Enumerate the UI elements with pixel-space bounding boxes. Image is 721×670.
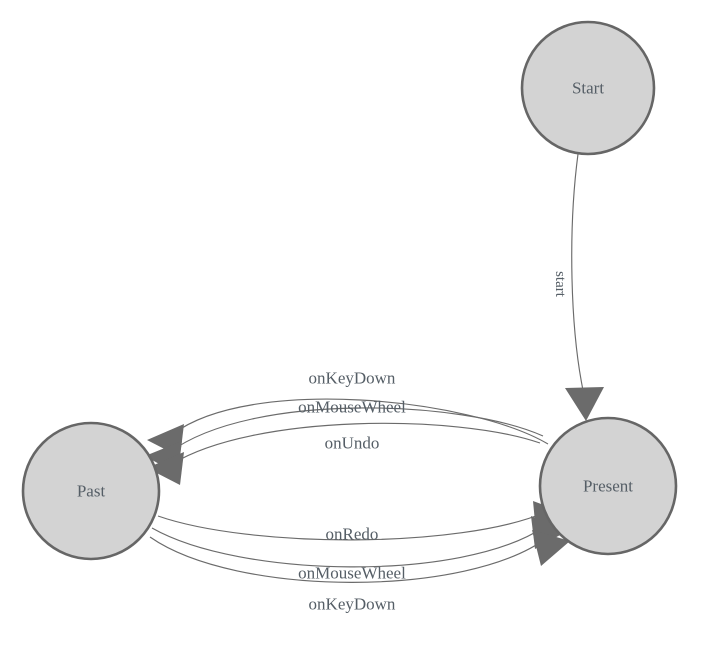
edge-past-to-present-onmousewheel[interactable]: onMouseWheel <box>151 516 569 583</box>
edge-present-to-past-onmousewheel-path <box>169 407 544 453</box>
edge-start-to-present-arrowhead <box>565 387 604 421</box>
edge-present-to-past-onundo-arrowhead <box>147 452 184 485</box>
edge-past-to-present-onredo-path <box>157 511 547 541</box>
edge-past-to-present-onkeydown-path <box>149 536 549 583</box>
edge-past-to-present-onkeydown[interactable]: onKeyDown <box>149 530 570 614</box>
edge-present-to-past-onmousewheel[interactable]: onMouseWheel <box>145 398 544 475</box>
node-past-circle <box>21 421 161 561</box>
node-present-circle <box>538 416 678 556</box>
edge-start-to-present-path <box>571 153 585 396</box>
edge-past-to-present-onmousewheel-path <box>151 526 545 568</box>
edge-label-past-present-onredo: onRedo <box>326 525 379 544</box>
node-present[interactable]: Present <box>538 416 678 556</box>
edge-label-present-past-onmousewheel: onMouseWheel <box>298 398 406 417</box>
edge-present-to-past-onkeydown[interactable]: onKeyDown <box>147 369 549 458</box>
edge-label-past-present-onkeydown: onKeyDown <box>309 595 396 614</box>
edge-present-to-past-onkeydown-path <box>172 398 549 445</box>
edge-label-present-past-onkeydown: onKeyDown <box>309 369 396 388</box>
edge-past-to-present-onkeydown-arrowhead <box>532 530 570 566</box>
node-past[interactable]: Past <box>21 421 161 561</box>
node-start-circle <box>520 20 656 156</box>
node-start[interactable]: Start <box>520 20 656 156</box>
edge-label-present-past-onundo: onUndo <box>325 434 380 453</box>
edge-present-to-past-onundo-path <box>171 422 541 465</box>
edge-label-start: start <box>552 271 568 298</box>
edge-past-to-present-onredo[interactable]: onRedo <box>157 501 571 544</box>
edge-start-to-present[interactable]: start <box>552 153 604 421</box>
